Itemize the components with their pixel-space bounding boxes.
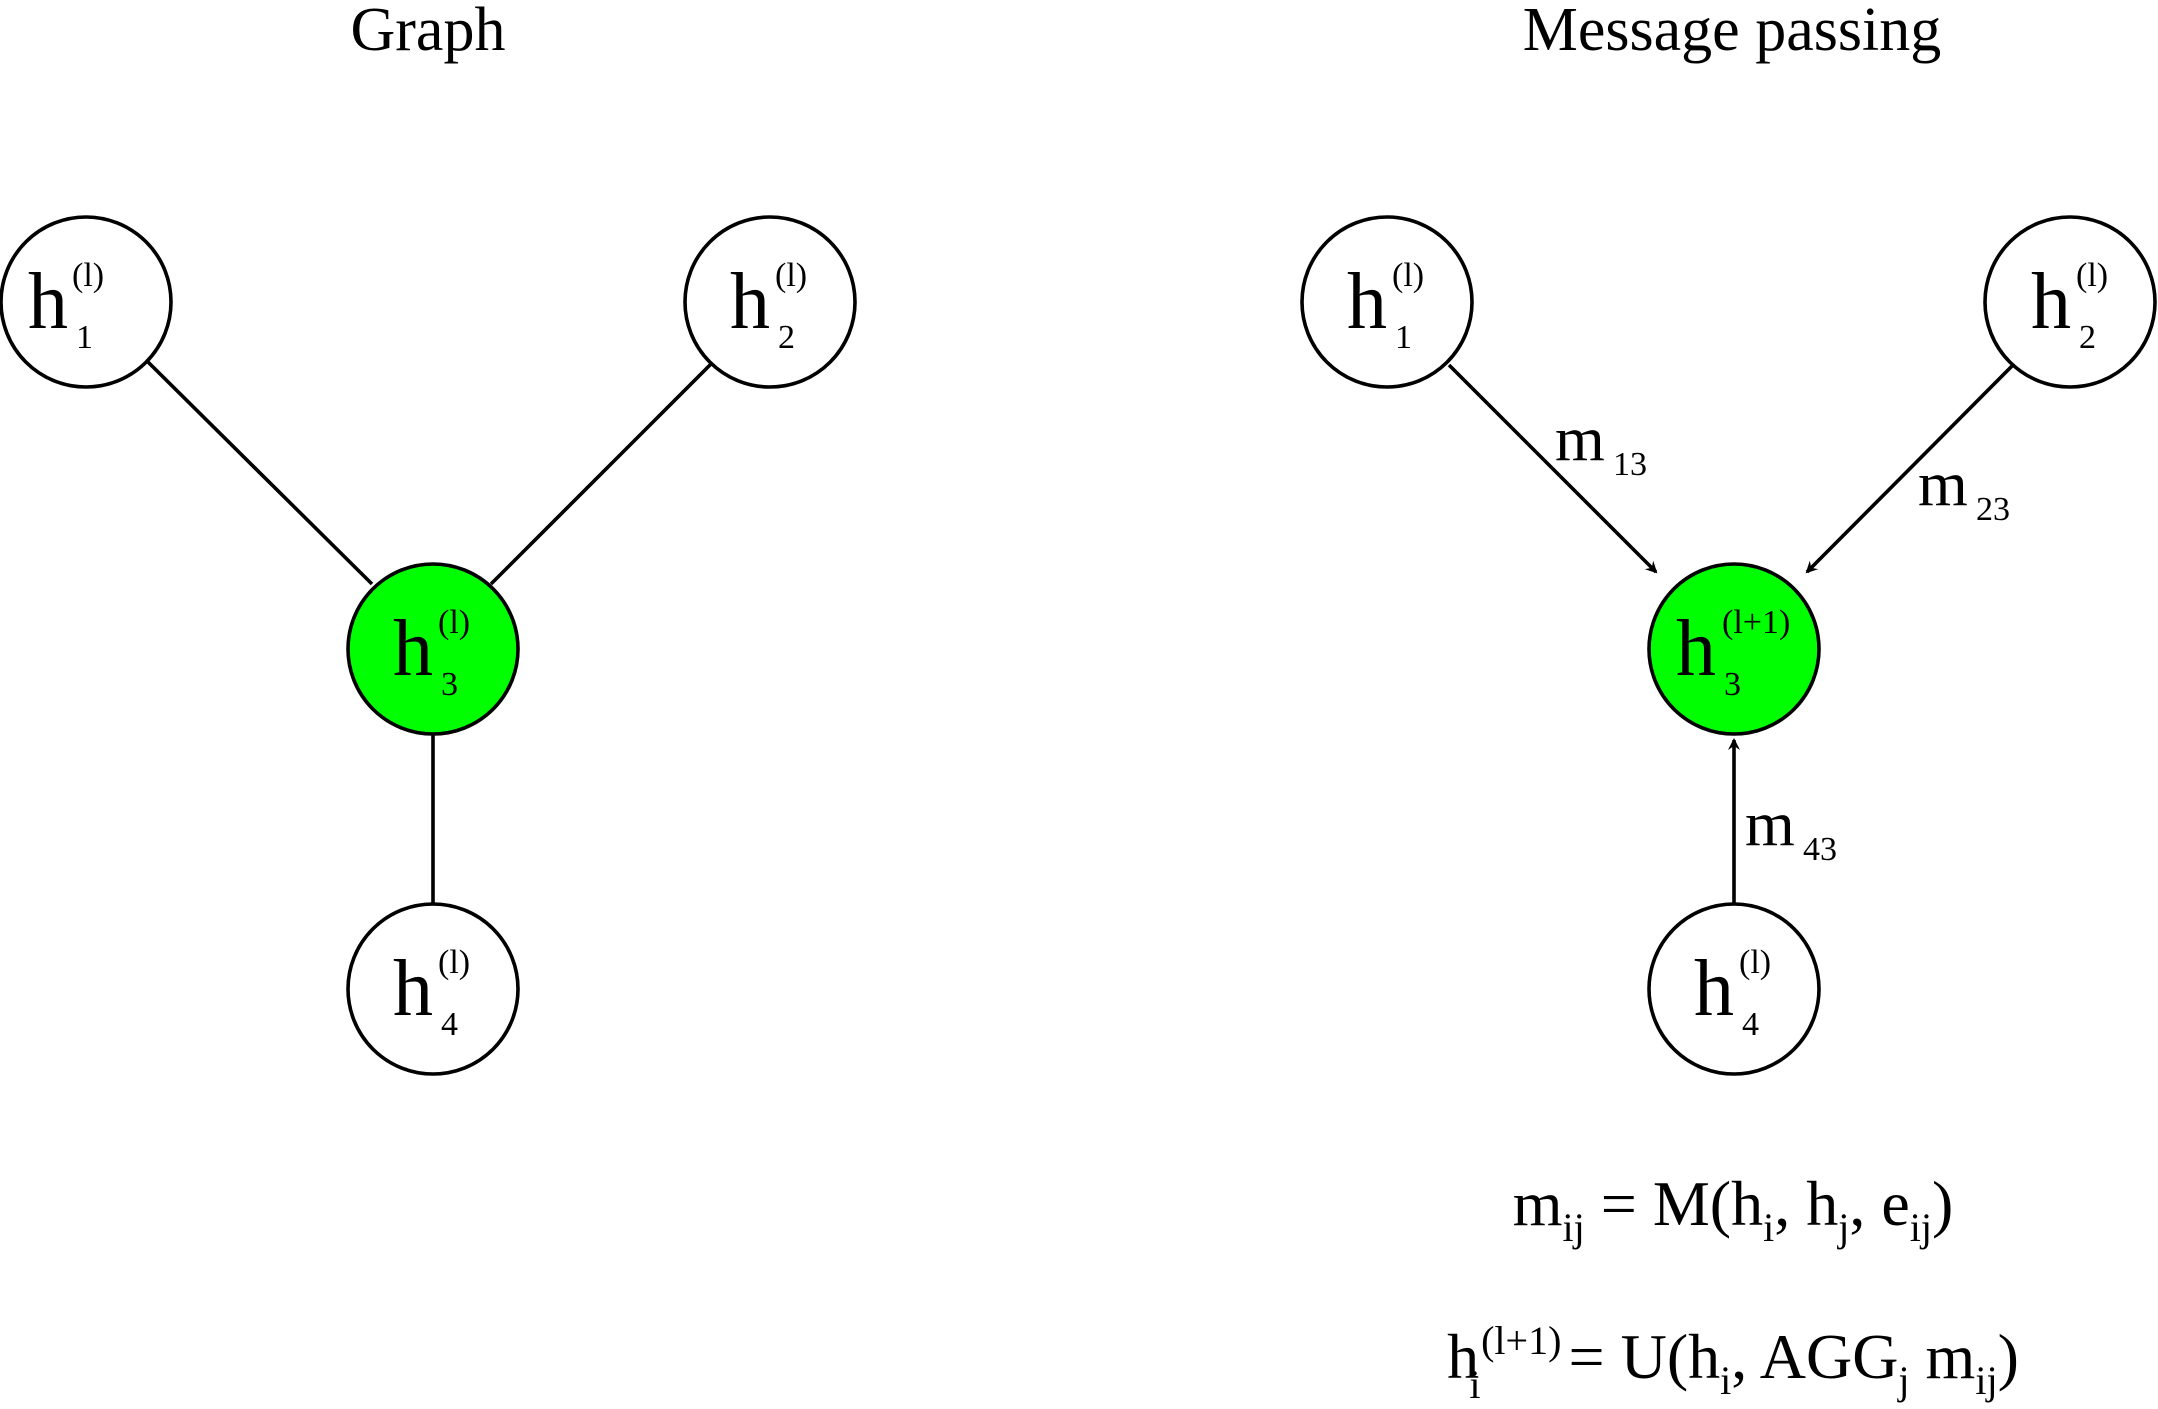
message-label: m: [1918, 448, 1968, 519]
node-label: h: [393, 945, 433, 1033]
node-circle: [1300, 215, 1474, 389]
message-subscript: 43: [1803, 831, 1837, 868]
message-label: m: [1555, 403, 1605, 474]
node-label: h: [730, 258, 770, 346]
node-superscript: (l): [775, 257, 807, 294]
message-subscript: 13: [1613, 446, 1647, 483]
node-superscript: (l): [72, 257, 104, 294]
graph-title: Graph: [351, 0, 506, 64]
node-subscript: 3: [441, 666, 458, 703]
node-circle: [1983, 215, 2157, 389]
node-superscript: (l): [1739, 944, 1771, 981]
message-label-13: m 13: [1555, 403, 1647, 483]
message-subscript: 23: [1976, 491, 2010, 528]
mp-node-h4: h (l) 4: [1647, 902, 1821, 1076]
node-superscript: (l+1): [1722, 604, 1790, 641]
node-subscript: 1: [76, 319, 93, 356]
mp-node-h3: h (l+1) 3: [1647, 562, 1821, 736]
message-label: m: [1745, 788, 1795, 859]
message-label-23: m 23: [1918, 448, 2010, 528]
node-label: h: [1694, 945, 1734, 1033]
node-circle: [346, 902, 520, 1076]
message-passing-title: Message passing: [1523, 0, 1941, 64]
equation-message-function: mij = M(hi, hj, eij): [1513, 1168, 1954, 1250]
message-label-43: m 43: [1745, 788, 1837, 868]
node-label: h: [393, 605, 433, 693]
node-circle: [1647, 562, 1821, 736]
node-subscript: 4: [441, 1006, 458, 1043]
node-label: h: [1347, 258, 1387, 346]
node-subscript: 4: [1742, 1006, 1759, 1043]
node-superscript: (l): [2076, 257, 2108, 294]
node-subscript: 2: [778, 319, 795, 356]
node-label: h: [28, 258, 68, 346]
graph-node-h4: h (l) 4: [346, 902, 520, 1076]
node-subscript: 2: [2079, 319, 2096, 356]
mp-node-h1: h (l) 1: [1300, 215, 1474, 389]
node-label: h: [1676, 605, 1716, 693]
graph-node-h1: h (l) 1: [0, 215, 173, 389]
node-superscript: (l): [438, 944, 470, 981]
arrow-2-3: [1805, 363, 2015, 574]
node-subscript: 3: [1724, 666, 1741, 703]
node-circle: [1647, 902, 1821, 1076]
graph-node-h2: h (l) 2: [683, 215, 857, 389]
node-circle: [346, 562, 520, 736]
node-subscript: 1: [1395, 319, 1412, 356]
node-superscript: (l): [1392, 257, 1424, 294]
node-label: h: [2031, 258, 2071, 346]
message-arrows: [1447, 363, 2015, 904]
node-superscript: (l): [438, 604, 470, 641]
arrow-1-3: [1447, 363, 1658, 574]
node-circle: [683, 215, 857, 389]
mp-node-h2: h (l) 2: [1983, 215, 2157, 389]
equation-update-function: h(l+1)i = U(hi, AGGj mij): [1447, 1318, 2019, 1407]
edge-1-3: [146, 360, 374, 586]
node-circle: [0, 215, 173, 389]
edge-2-3: [489, 360, 715, 586]
graph-node-h3: h (l) 3: [346, 562, 520, 736]
graph-edges: [146, 360, 715, 904]
